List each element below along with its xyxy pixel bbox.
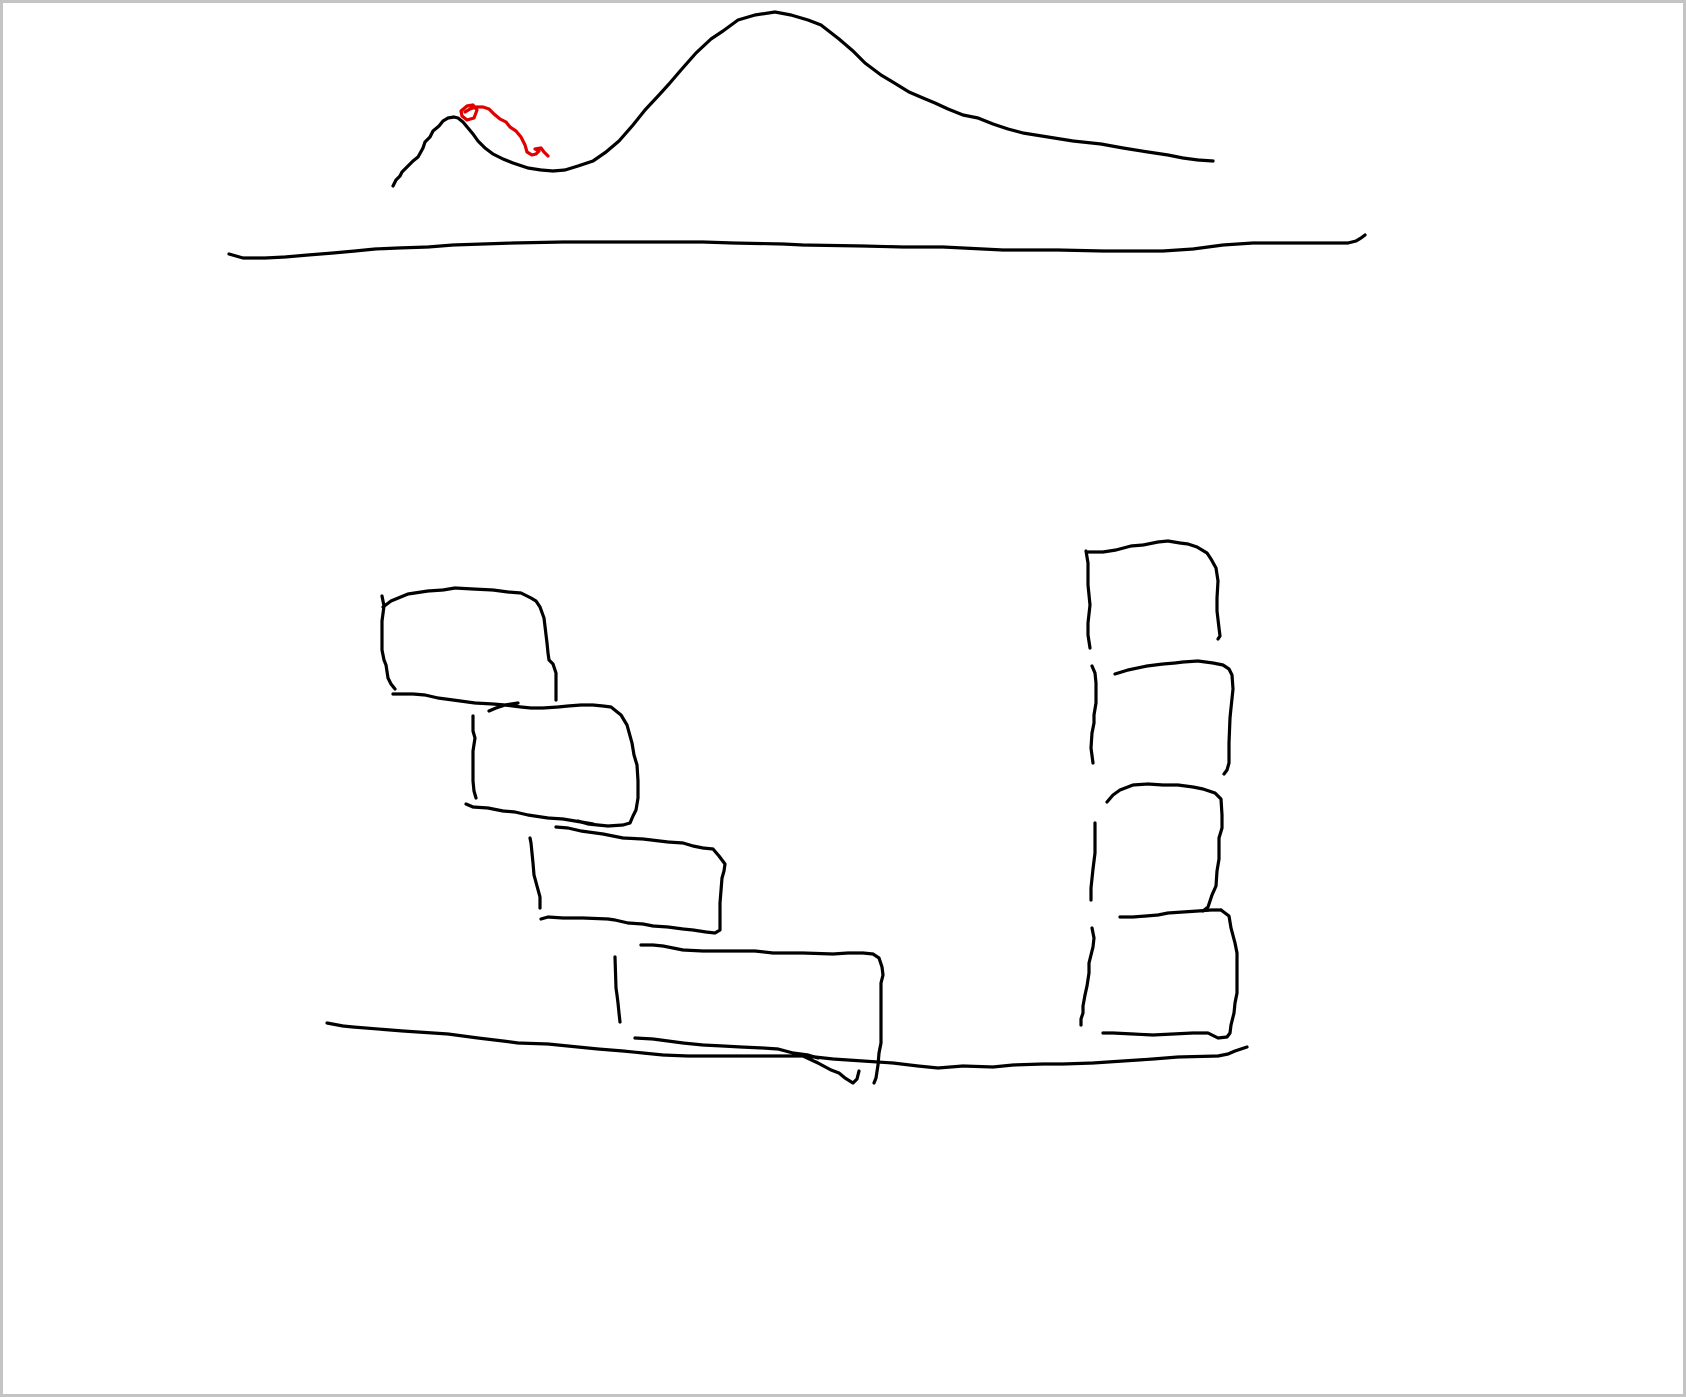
stair-block-4 <box>635 945 883 1083</box>
hill-line <box>393 12 1213 186</box>
drawing-canvas[interactable] <box>3 3 1683 1394</box>
tower-block-1 <box>1086 541 1220 648</box>
stair-block-3 <box>530 838 620 1022</box>
tower-block-3 <box>1091 784 1222 917</box>
red-scribble <box>461 105 548 156</box>
stair-block-1 <box>382 588 638 826</box>
upper-ground-line <box>229 235 1365 258</box>
tower-block-4 <box>1081 910 1237 1038</box>
tower-block-2 <box>1091 661 1233 774</box>
